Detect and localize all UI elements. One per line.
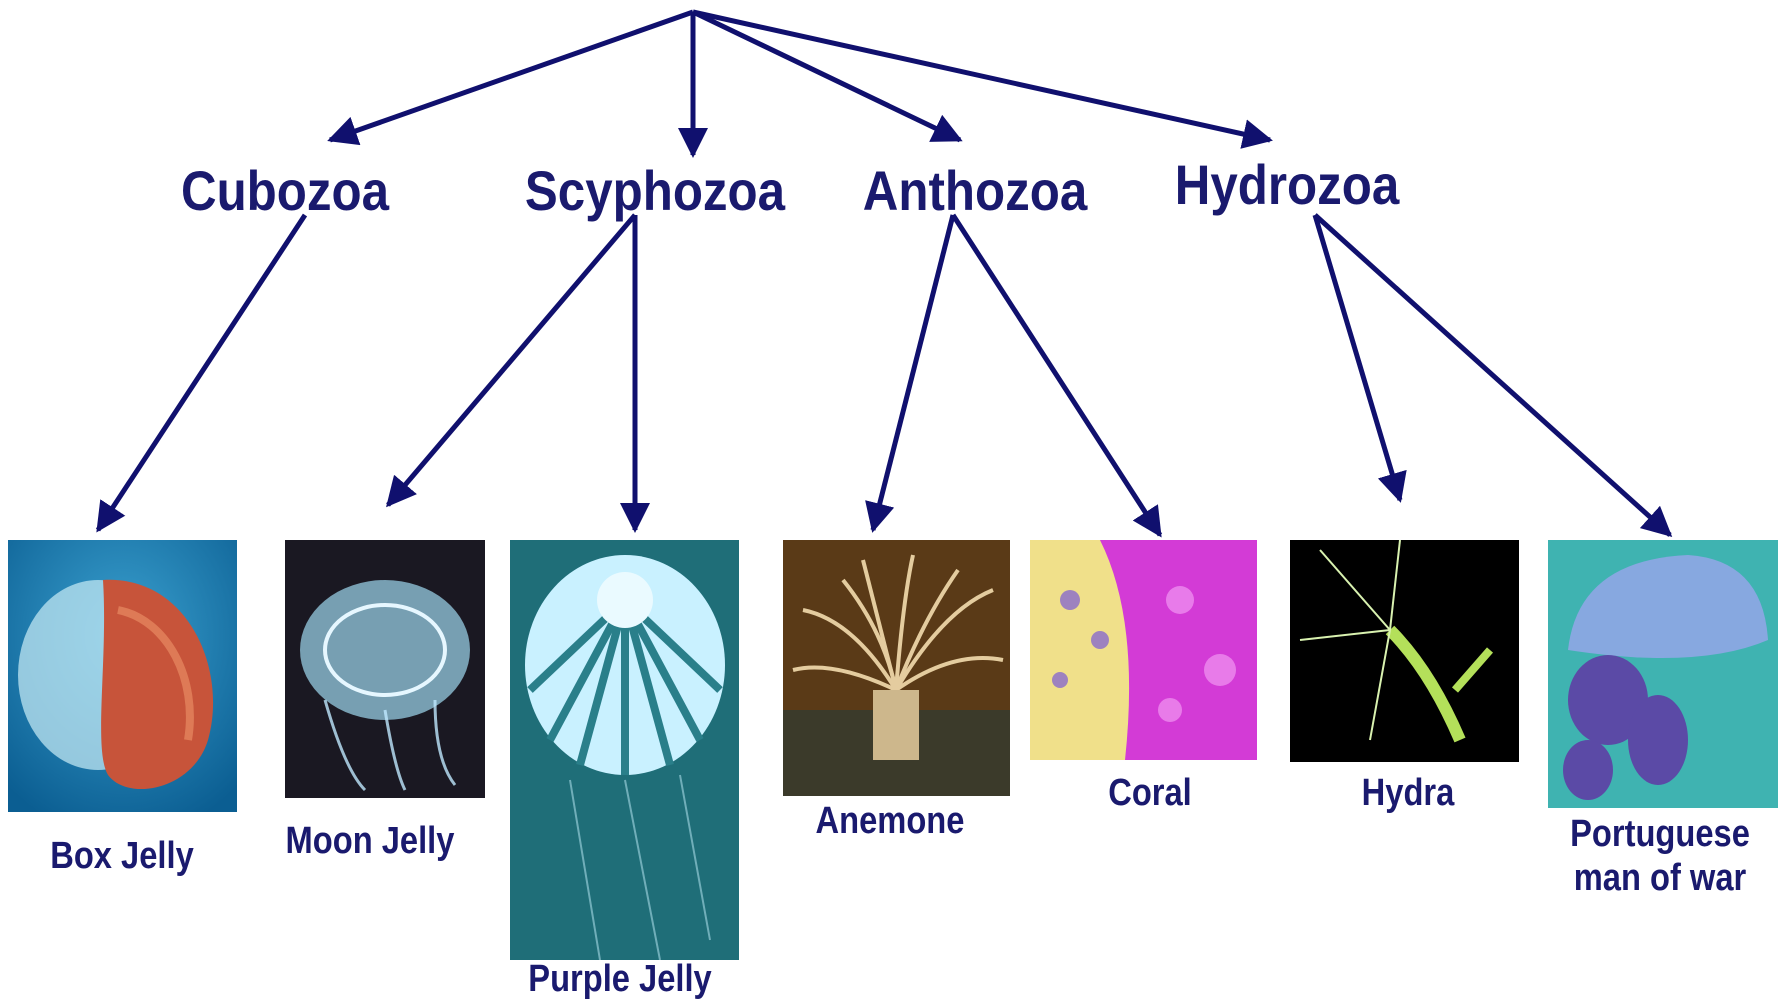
box-jelly-photo [8,540,237,812]
species-label-box-jelly: Box Jelly [50,835,194,879]
species-label-hydra: Hydra [1362,772,1455,816]
arrow-hydrozoa-to-man-of-war [1315,215,1670,535]
portuguese-man-of-war-photo [1548,540,1778,808]
class-label-hydrozoa: Hydrozoa [1175,152,1400,217]
arrow-anthozoa-to-coral [953,215,1160,535]
species-label-anemone: Anemone [816,800,965,844]
anemone-photo [783,540,1010,796]
arrow-hydrozoa-to-hydra [1315,215,1400,500]
species-label-purple-jelly: Purple Jelly [528,958,711,1002]
arrow-root-to-anthozoa [693,12,960,140]
purple-jelly-photo [510,540,739,960]
species-label-portuguese-man-of-war: Portuguese man of war [1570,813,1750,900]
hydra-photo [1290,540,1519,762]
species-label-moon-jelly: Moon Jelly [286,820,455,864]
species-label-coral: Coral [1108,772,1192,816]
arrow-cubozoa-to-box-jelly [98,215,305,530]
class-label-scyphozoa: Scyphozoa [525,158,785,223]
arrow-root-to-hydrozoa [693,12,1270,140]
class-label-anthozoa: Anthozoa [863,158,1087,223]
moon-jelly-photo [285,540,485,798]
arrow-root-to-cubozoa [330,12,693,140]
arrow-anthozoa-to-anemone [873,215,953,530]
class-label-cubozoa: Cubozoa [181,158,389,223]
coral-photo [1030,540,1257,760]
arrow-scyphozoa-to-moon-jelly [388,215,635,505]
